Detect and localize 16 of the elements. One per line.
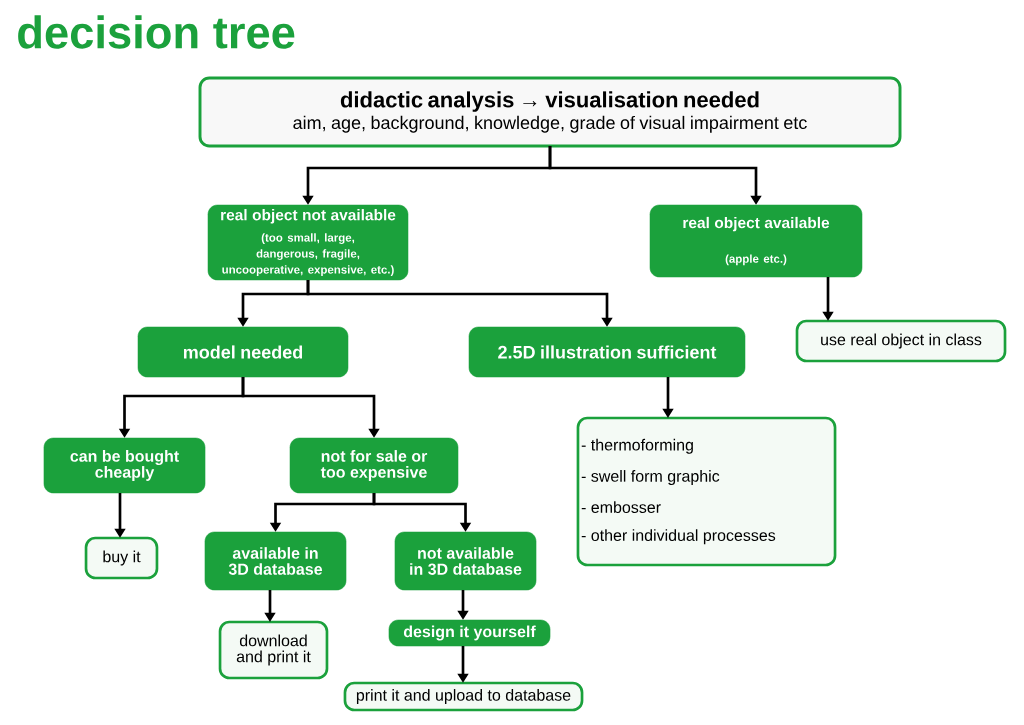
decision-box: not for sale or too expensive [289,437,459,494]
decision-box: 2.5D illustration sufficient [468,326,746,378]
decision-box: not available in 3D database [394,531,537,591]
method-list-box: - thermoforming - swell form graphic - embosser - other individual processes [576,416,837,567]
decision-box: design it yourself [388,619,551,647]
decision-box: available in 3D database [204,531,347,591]
outcome-box: use real object in class [795,319,1007,363]
analysis-box: didactic analysis → visualisation needed aim, age, background, knowledge, grade of visual impairment etc [198,76,902,148]
title: decision tree [18,15,295,49]
outcome-box: print it and upload to database [343,681,584,712]
outcome-box: buy it [84,536,159,580]
decision-box: real object available (apple etc.) [649,204,863,278]
decision-box: can be bought cheaply [43,437,206,494]
outcome-box: download and print it [218,620,329,680]
decision-box: model needed [137,326,349,378]
decision-box: real object not available (too small, large, dangerous, fragile, uncooperative, expensive, etc.) [207,204,409,281]
